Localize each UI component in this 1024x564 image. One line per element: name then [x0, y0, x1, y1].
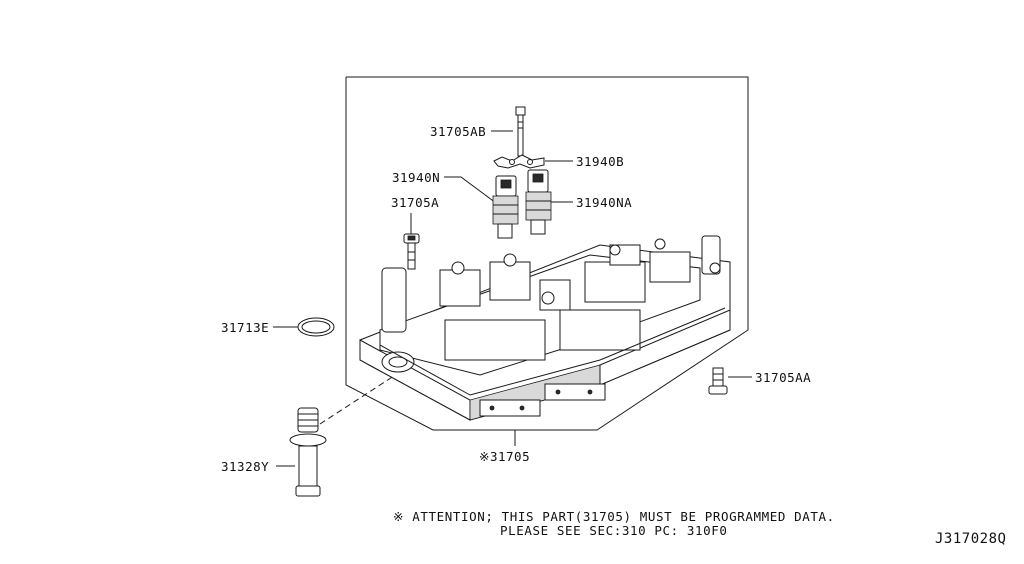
valve-body — [359, 235, 731, 421]
bolt-31705AB — [515, 106, 526, 157]
oring-31713E — [297, 317, 335, 337]
attention-note-line1: ※ ATTENTION; THIS PART(31705) MUST BE PR… — [393, 509, 835, 524]
label-31705: ※31705 — [479, 449, 531, 464]
label-31713E: 31713E — [221, 320, 270, 335]
bolt-31705A — [403, 233, 420, 270]
label-31940N: 31940N — [392, 170, 441, 185]
label-31940NA: 31940NA — [576, 195, 633, 210]
bolt-31705AA — [708, 367, 728, 395]
bracket-31940B — [493, 154, 545, 169]
solenoid-31940NA — [525, 169, 552, 235]
label-31940B: 31940B — [576, 154, 625, 169]
leader-31940N — [444, 176, 497, 204]
attention-note-line2: PLEASE SEE SEC:310 PC: 310F0 — [500, 523, 728, 538]
label-31705A: 31705A — [391, 195, 440, 210]
label-31705AB: 31705AB — [430, 124, 487, 139]
label-31705AA: 31705AA — [755, 370, 812, 385]
dashed-leader-filter — [319, 371, 401, 425]
diagram-code: J317028Q — [935, 531, 1007, 547]
filter-31328Y — [289, 407, 327, 497]
label-31328Y: 31328Y — [221, 459, 270, 474]
assembly-frame — [345, 76, 749, 431]
solenoid-31940N — [492, 175, 519, 239]
